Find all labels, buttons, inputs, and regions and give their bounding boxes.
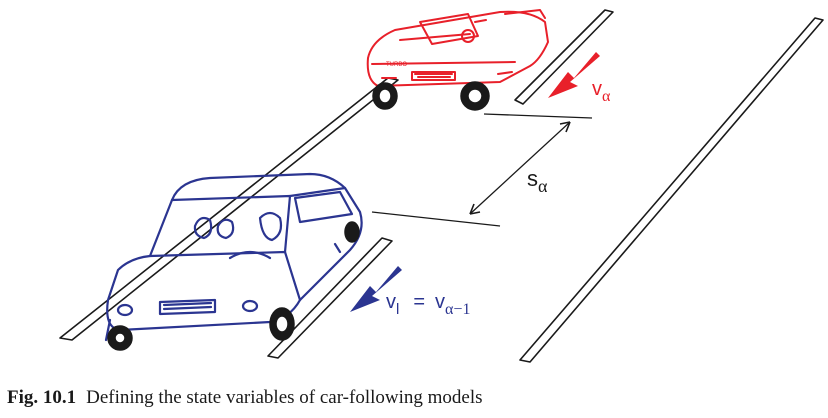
road-right-edge — [519, 17, 824, 363]
gap-leader-line — [483, 113, 593, 119]
car-following-figure: TURBO — [59, 9, 824, 363]
leader-velocity-arrow — [548, 52, 600, 98]
figure-caption: Fig. 10.1 Defining the state variables of… — [7, 387, 483, 409]
gap-label: sα — [527, 166, 548, 196]
figure-number: Fig. 10.1 — [7, 387, 77, 408]
caption-text: Defining the state variables of car-foll… — [86, 387, 483, 408]
lane-marking-top — [514, 9, 614, 105]
gap-follower-line — [371, 211, 501, 227]
gap-arrow-line — [469, 121, 571, 215]
follower-velocity-arrow — [350, 266, 402, 312]
leader-plate-label: TURBO — [386, 62, 407, 68]
follower-velocity-label: vl=vα−1 — [386, 291, 470, 318]
lane-marking-bottom — [267, 237, 393, 359]
leader-velocity-label: vα — [592, 78, 611, 105]
follower-car — [104, 172, 363, 342]
leader-wheels — [372, 81, 490, 111]
road-left-edge — [59, 77, 399, 341]
follower-wheels — [107, 221, 360, 351]
gap-measurement — [371, 113, 593, 227]
road-markings — [59, 9, 824, 363]
gap-arrowhead-bottom — [469, 203, 481, 215]
gap-arrowhead-top — [559, 121, 571, 133]
leader-car — [366, 9, 549, 87]
